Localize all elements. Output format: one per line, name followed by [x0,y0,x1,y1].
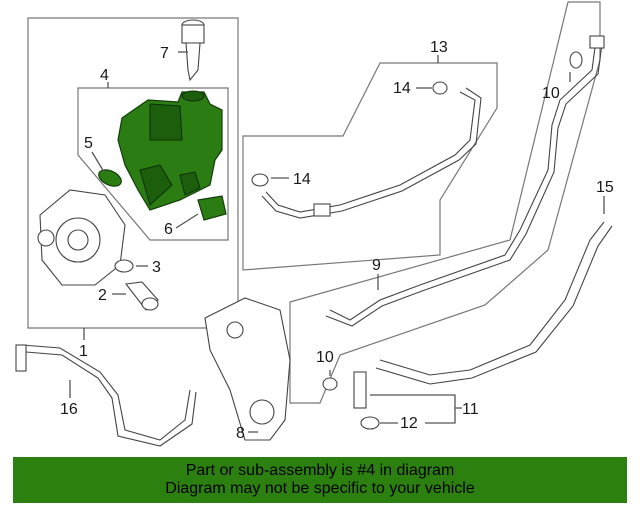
oring-part-12[interactable] [360,416,380,430]
panel-hose-13 [242,62,498,271]
bracket-part-8[interactable] [204,297,291,441]
pipe-part-9[interactable] [325,35,605,327]
callout-14b: 14 [293,171,311,188]
leader-6 [175,213,199,229]
callout-1: 1 [79,343,88,360]
leader-5 [91,151,105,173]
callout-8: 8 [236,425,245,442]
pump-body[interactable] [37,189,126,286]
callout-3: 3 [152,259,161,276]
callout-13: 13 [430,39,448,56]
leader-11 [370,394,456,424]
callout-10b: 10 [316,349,334,366]
oring-part-14b[interactable] [251,173,269,187]
callout-12: 12 [400,415,418,432]
callout-4: 4 [100,67,109,84]
hose-part-13[interactable] [261,87,482,219]
banner-line-1: Part or sub-assembly is #4 in diagram [185,462,455,479]
callout-14a: 14 [393,80,411,97]
callout-16: 16 [60,401,78,418]
info-banner: Part or sub-assembly is #4 in diagram Di… [13,457,627,503]
fitting-part-2[interactable] [124,281,159,311]
seal-part-5[interactable] [96,167,124,190]
oring-part-3[interactable] [114,259,134,273]
callout-5: 5 [84,135,93,152]
oring-part-10a[interactable] [569,51,583,69]
callout-10a: 10 [542,85,560,102]
oring-part-14a[interactable] [432,81,448,95]
fitting-part-11[interactable] [353,371,367,409]
reservoir-part-4[interactable] [117,90,223,211]
panel-pipe-9 [289,1,601,404]
hose-part-15[interactable] [375,221,613,385]
oring-part-10b[interactable] [322,377,338,391]
callout-7: 7 [160,45,169,62]
bracket-part-6[interactable] [197,195,227,221]
callout-15: 15 [596,179,614,196]
banner-line-2: Diagram may not be specific to your vehi… [165,480,475,497]
callout-6: 6 [164,221,173,238]
cap-part-7[interactable] [181,19,205,82]
callout-9: 9 [372,257,381,274]
callout-11: 11 [462,401,479,418]
pipe-part-16[interactable] [15,344,197,447]
callout-2: 2 [98,287,107,304]
